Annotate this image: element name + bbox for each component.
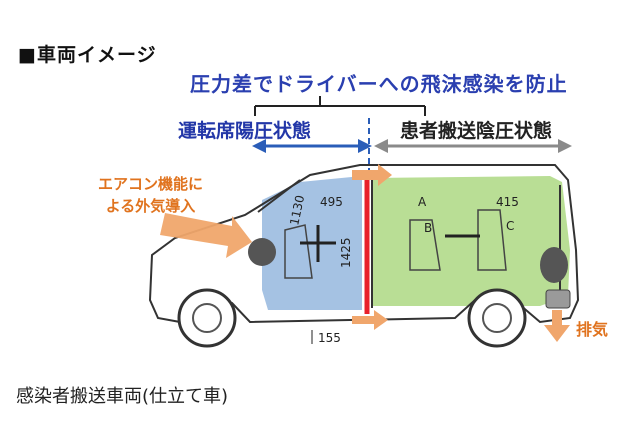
top-flow-arrow	[352, 164, 392, 186]
dim-155: 155	[318, 331, 341, 345]
seat-label-a: A	[418, 195, 427, 209]
section-heading: ■車両イメージ	[18, 44, 157, 66]
rear-fan-icon	[540, 247, 568, 283]
dim-1425: 1425	[339, 237, 353, 268]
patient-zone-fill	[372, 176, 570, 306]
front-fan-icon	[248, 238, 276, 266]
ac-intake-arrow	[160, 213, 252, 258]
ac-intake-label: エアコン機能に よる外気導入	[98, 173, 203, 217]
bottom-flow-arrow	[352, 310, 388, 330]
seat-label-c: C	[506, 219, 514, 233]
seat-label-b: B	[424, 221, 432, 235]
exhaust-arrow	[544, 310, 570, 342]
dim-1130: 1130	[287, 194, 307, 227]
front-wheel	[177, 288, 237, 348]
dim-415: 415	[496, 195, 519, 209]
caption-text: 感染者搬送車両(仕立て車)	[16, 386, 229, 407]
ac-intake-label-line1: エアコン機能に	[98, 175, 204, 193]
patient-zone-arrow	[374, 139, 572, 153]
rear-wheel	[467, 288, 527, 348]
dim-495: 495	[320, 195, 343, 209]
exhaust-label: 排気	[576, 320, 609, 339]
driver-zone-arrow	[252, 139, 372, 153]
exhaust-unit	[545, 289, 571, 309]
driver-zone-label: 運転席陽圧状態	[178, 120, 312, 142]
ac-intake-label-line2: よる外気導入	[105, 197, 196, 215]
driver-cross-icon	[300, 225, 336, 262]
seats	[284, 209, 507, 279]
patient-zone-label: 患者搬送陰圧状態	[400, 120, 553, 142]
headline-bracket	[254, 96, 426, 116]
headline-text: 圧力差でドライバーへの飛沫感染を防止	[190, 72, 568, 96]
